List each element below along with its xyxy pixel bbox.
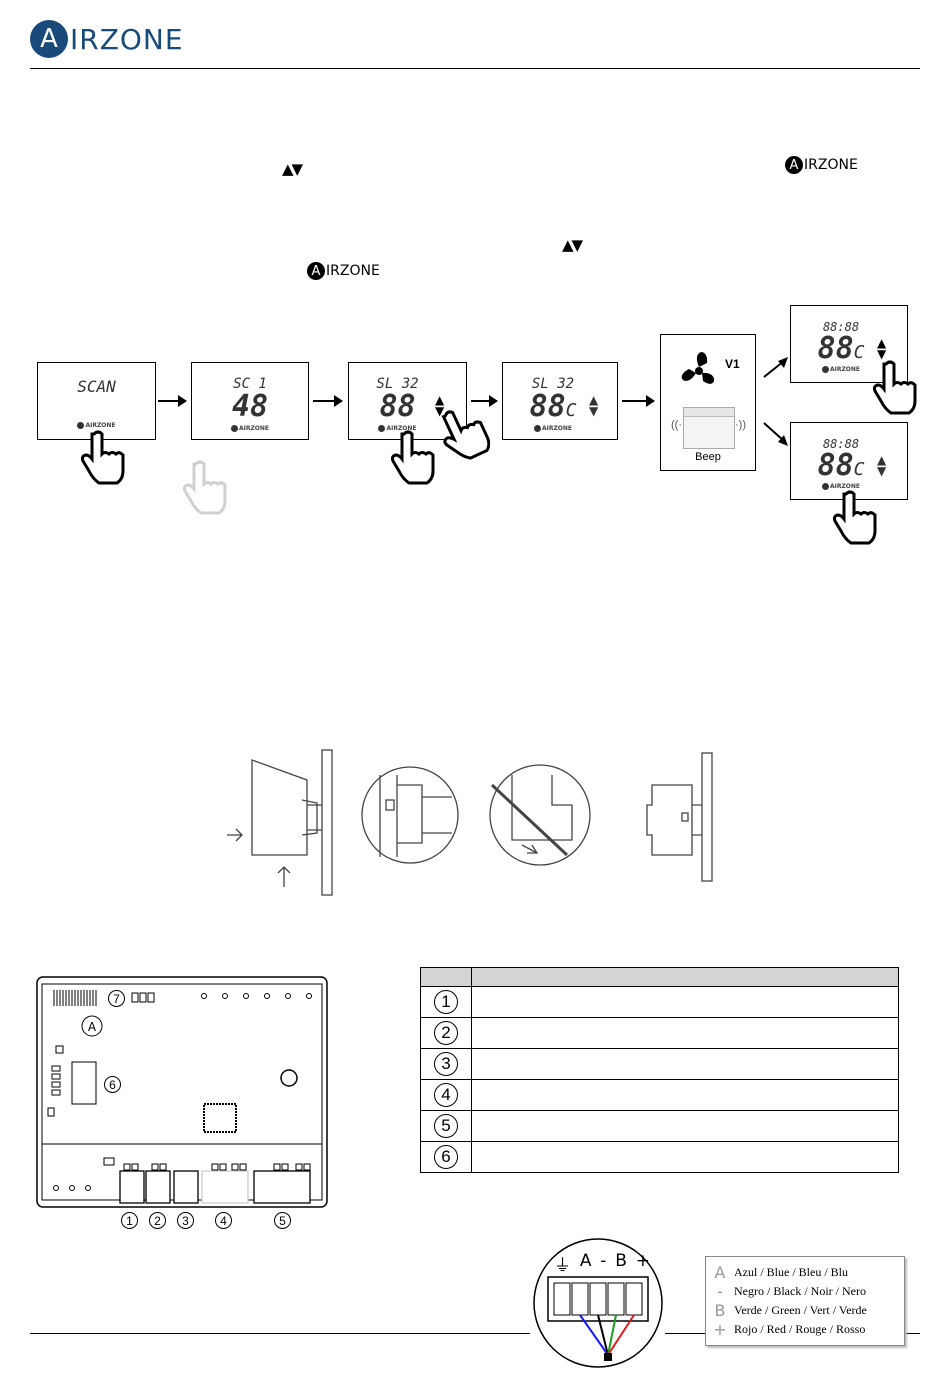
table-header [420, 967, 899, 987]
sound-waves-icon: ((· [671, 419, 682, 431]
hand-press-icon [80, 430, 125, 485]
legend-row: - Negro / Black / Noir / Nero [717, 1282, 866, 1301]
wall-panel [321, 749, 333, 896]
thermostat-screen-result-2: 88:88 88C AIRZONE ▲▼ [790, 422, 908, 500]
row-number: 3 [434, 1052, 458, 1076]
row-number: 1 [434, 990, 458, 1014]
legend-row: B Verde / Green / Vert / Verde [714, 1301, 867, 1320]
row-number: 4 [434, 1083, 458, 1107]
up-down-arrows-icon: ▲▼ [877, 336, 887, 361]
table-row: 2 [420, 1017, 899, 1049]
header-divider [30, 68, 920, 69]
board-label-3: 3 [177, 1212, 194, 1229]
logo-text: IRZONE [70, 22, 184, 56]
pin-minus: - [600, 1251, 607, 1271]
controller-board-diagram: A 7 6 [36, 976, 328, 1208]
pin-plus: + [635, 1251, 650, 1271]
up-down-keys-icon: ▲▼ [562, 236, 583, 254]
table-row: 3 [420, 1048, 899, 1080]
up-down-arrows-icon: ▲▼ [589, 393, 599, 418]
arrow-right-icon [471, 395, 498, 407]
wire-black [597, 1314, 609, 1356]
fan-speed-label: V1 [725, 357, 740, 371]
hand-press-icon [441, 410, 490, 460]
legend-row: A Azul / Blue / Bleu / Blu [714, 1263, 848, 1282]
row-number: 5 [434, 1114, 458, 1138]
hand-press-icon [872, 360, 917, 415]
wire-red [607, 1314, 635, 1356]
row-number: 2 [434, 1021, 458, 1045]
up-down-arrows-icon: ▲▼ [435, 393, 445, 418]
thermostat-screen-select: SL 32 88 AIRZONE ▲▼ [348, 362, 467, 440]
legend-row: + Rojo / Red / Rouge / Rosso [713, 1320, 866, 1339]
airzone-logo: A IRZONE [30, 20, 184, 58]
arrow-right-icon [158, 395, 187, 407]
thermostat-screen-confirm: SL 32 88C AIRZONE ▲▼ [502, 362, 618, 440]
pin-b: B [615, 1251, 627, 1271]
arrow-right-icon [313, 395, 343, 407]
row-number: 6 [434, 1145, 458, 1169]
beep-label: Beep [695, 451, 721, 463]
board-outline: A [36, 976, 328, 1208]
fan-icon [681, 352, 715, 384]
wire-color-legend: A Azul / Blue / Bleu / Blu - Negro / Bla… [705, 1256, 905, 1346]
hand-press-icon [390, 430, 435, 485]
up-down-arrows-icon: ▲▼ [877, 453, 887, 478]
connector-circle [533, 1238, 663, 1368]
board-label-7: 7 [108, 990, 125, 1007]
board-label-1: 1 [121, 1212, 138, 1229]
board-label-5: 5 [274, 1212, 291, 1229]
hand-press-icon [182, 460, 227, 515]
wire-blue [579, 1314, 609, 1356]
board-label-2: 2 [149, 1212, 166, 1229]
board-label-6: 6 [104, 1076, 121, 1093]
bus-connector-wiring: ⏚ A - B + [532, 1237, 664, 1369]
table-row: 4 [420, 1079, 899, 1111]
pin-ground: ⏚ [554, 1256, 571, 1276]
system-response-panel: V1 ((· ·)) Beep [660, 334, 756, 471]
terminal-table: 1 2 3 4 5 6 [420, 967, 899, 1173]
pin-a: A [579, 1251, 592, 1271]
table-row: 1 [420, 986, 899, 1018]
table-row: 6 [420, 1141, 899, 1173]
logo-mark: A [30, 20, 68, 58]
connector-pin-labels: ⏚ A - B + [554, 1251, 650, 1276]
thermostat-screen-scan: SCAN AIRZONE [37, 362, 156, 440]
table-row: 5 [420, 1110, 899, 1142]
board-label-4: 4 [215, 1212, 232, 1229]
wire-green [607, 1314, 617, 1356]
controller-module-icon [683, 407, 735, 449]
svg-text:A: A [88, 1020, 97, 1034]
thermostat-screen-channel: SC 1 48 AIRZONE [191, 362, 309, 440]
hand-press-icon [832, 490, 877, 545]
branch-arrows-icon [763, 357, 788, 446]
up-down-keys-icon: ▲▼ [282, 160, 303, 178]
arrow-right-icon [622, 395, 655, 407]
footer-divider [30, 1333, 530, 1334]
din-rail-mounting-illustration [227, 749, 713, 896]
sound-waves-icon: ·)) [735, 419, 746, 431]
